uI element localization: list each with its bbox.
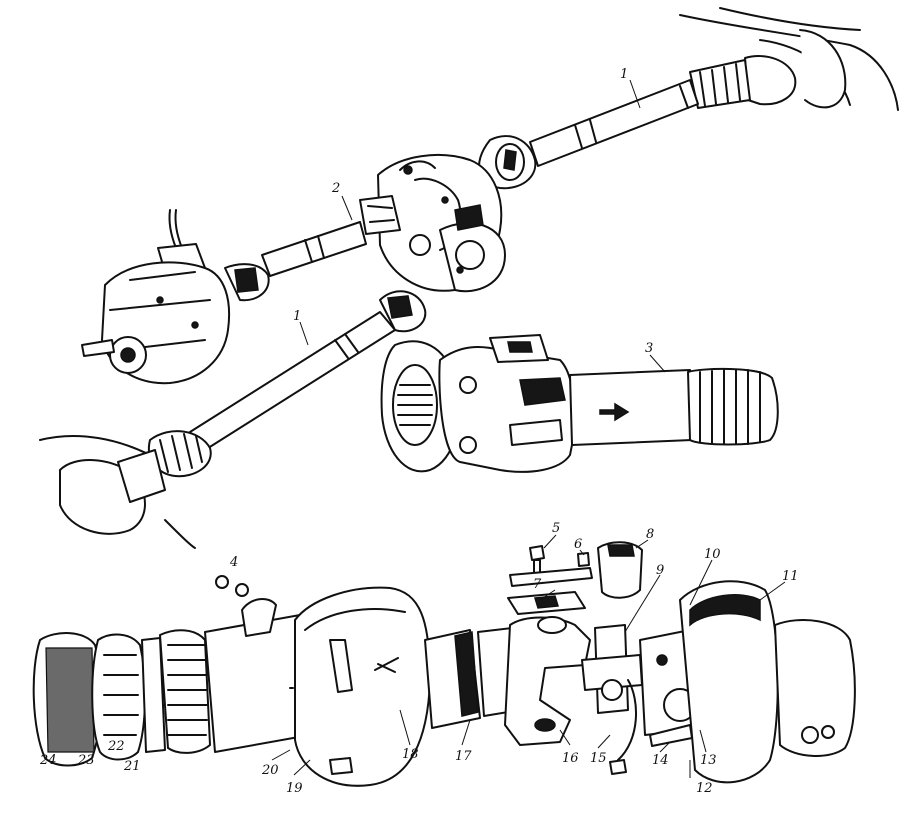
label-17: 17 (455, 749, 472, 764)
joint-right-inner (478, 135, 537, 190)
label-13: 13 (700, 753, 717, 768)
right-wheel-hub (689, 55, 797, 109)
label-24: 24 (39, 753, 57, 768)
leader-lines (271, 79, 786, 778)
exploded-joint-assembly (32, 541, 856, 787)
label-23: 23 (77, 753, 95, 768)
label-19: 19 (286, 781, 303, 796)
label-16: 16 (562, 751, 579, 766)
joint-left-outer (147, 430, 212, 478)
label-11: 11 (782, 569, 799, 584)
joint-center (359, 195, 401, 235)
label-18: 18 (402, 747, 419, 762)
label-14: 14 (652, 753, 669, 768)
label-12: 12 (696, 781, 713, 796)
label-20: 20 (261, 763, 279, 778)
label-4: 4 (229, 555, 238, 570)
label-1-top: 1 (620, 67, 628, 82)
label-6: 6 (574, 537, 582, 552)
front-axle-beam (679, 7, 899, 111)
label-21: 21 (123, 759, 141, 774)
joint-detail-inset (380, 334, 779, 473)
label-22: 22 (107, 739, 125, 754)
label-9: 9 (656, 563, 664, 578)
left-wheel-hub (39, 434, 196, 549)
differential-housing (377, 154, 506, 293)
gearbox (81, 209, 270, 385)
label-2: 2 (331, 181, 340, 196)
drive-shaft-right (529, 79, 699, 167)
label-5: 5 (552, 521, 560, 536)
label-10: 10 (704, 547, 721, 562)
label-1-left: 1 (293, 309, 301, 324)
label-8: 8 (646, 527, 654, 542)
label-3: 3 (645, 341, 653, 356)
propeller-shaft-center (261, 221, 367, 277)
label-15: 15 (590, 751, 607, 766)
part-labels: 1 2 1 3 4 5 6 7 8 9 10 11 12 13 14 15 16… (39, 67, 799, 796)
label-7: 7 (533, 577, 542, 592)
